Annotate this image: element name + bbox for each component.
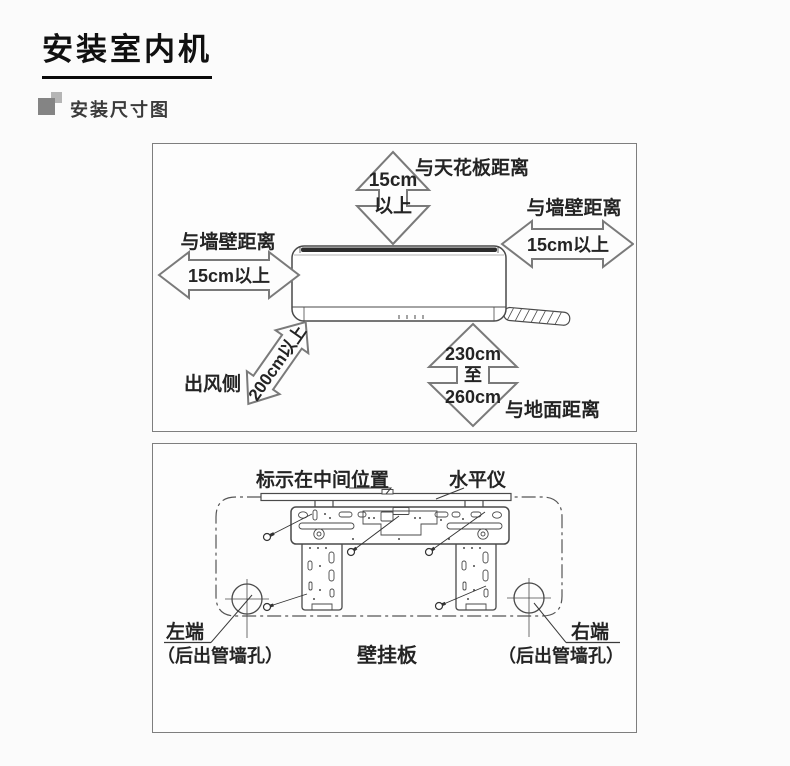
floor-label: 与地面距离 [505, 398, 600, 421]
clearance-diagram-panel: 15cm 以上 与天花板距离 与墙壁距离 15cm以上 与墙壁距离 15cm以上… [152, 143, 637, 432]
floor-value-line1: 230cm [445, 344, 501, 364]
ceiling-label: 与天花板距离 [415, 156, 529, 179]
screw [424, 511, 486, 557]
left-wall-label: 与墙壁距离 [180, 230, 275, 253]
left-end-note: （后出管墙孔） [157, 645, 283, 666]
right-end-note: （后出管墙孔） [498, 645, 624, 666]
right-wall-value: 15cm以上 [527, 235, 609, 255]
mounting-screws [262, 511, 487, 612]
page-title: 安装室内机 [42, 24, 212, 79]
level-label: 水平仪 [449, 469, 507, 491]
unit-top-grille [301, 247, 497, 252]
clearance-diagram: 15cm 以上 与天花板距离 与墙壁距离 15cm以上 与墙壁距离 15cm以上… [157, 150, 634, 428]
indoor-unit [291, 245, 507, 322]
screw [262, 513, 313, 542]
right-wall-hole [507, 578, 551, 637]
section-bullet-icon [38, 98, 55, 115]
ceiling-distance-arrow [354, 150, 432, 246]
outlet-distance-arrow: 200cm以上 [245, 320, 310, 406]
floor-distance-arrow [426, 322, 520, 428]
left-end-leader [210, 594, 253, 643]
plate-label: 壁挂板 [357, 643, 418, 667]
unit-louver-ticks [398, 315, 424, 319]
left-wall-distance-arrow [157, 249, 301, 301]
outlet-label: 出风侧 [184, 372, 241, 395]
center-mark-label: 标示在中间位置 [256, 468, 389, 491]
screw [346, 515, 400, 557]
floor-value-line2: 至 [464, 365, 482, 385]
drain-hose [503, 306, 571, 326]
section-bullet-icon [51, 92, 62, 103]
level-leader [435, 487, 465, 500]
ceiling-value-line1: 15cm [369, 170, 418, 191]
wall-plate [290, 506, 510, 545]
section-label: 安装尺寸图 [70, 100, 170, 120]
right-end-leader [533, 602, 567, 643]
left-wall-hole [225, 579, 269, 638]
right-wall-distance-arrow [500, 218, 634, 270]
floor-value-line3: 260cm [445, 387, 501, 407]
ceiling-value-line2: 以上 [374, 195, 412, 217]
screw [262, 593, 308, 612]
mounting-brackets [301, 541, 497, 611]
screw [434, 585, 487, 611]
left-wall-value: 15cm以上 [188, 266, 270, 286]
wall-plate-diagram: 标示在中间位置 水平仪 [157, 468, 624, 667]
wall-plate-diagram-panel: 标示在中间位置 水平仪 [152, 443, 637, 733]
right-wall-label: 与墙壁距离 [526, 196, 621, 219]
left-end-label: 左端 [166, 620, 204, 643]
spirit-level [260, 489, 512, 502]
right-end-label: 右端 [570, 620, 609, 643]
center-mark-leader [349, 487, 393, 495]
